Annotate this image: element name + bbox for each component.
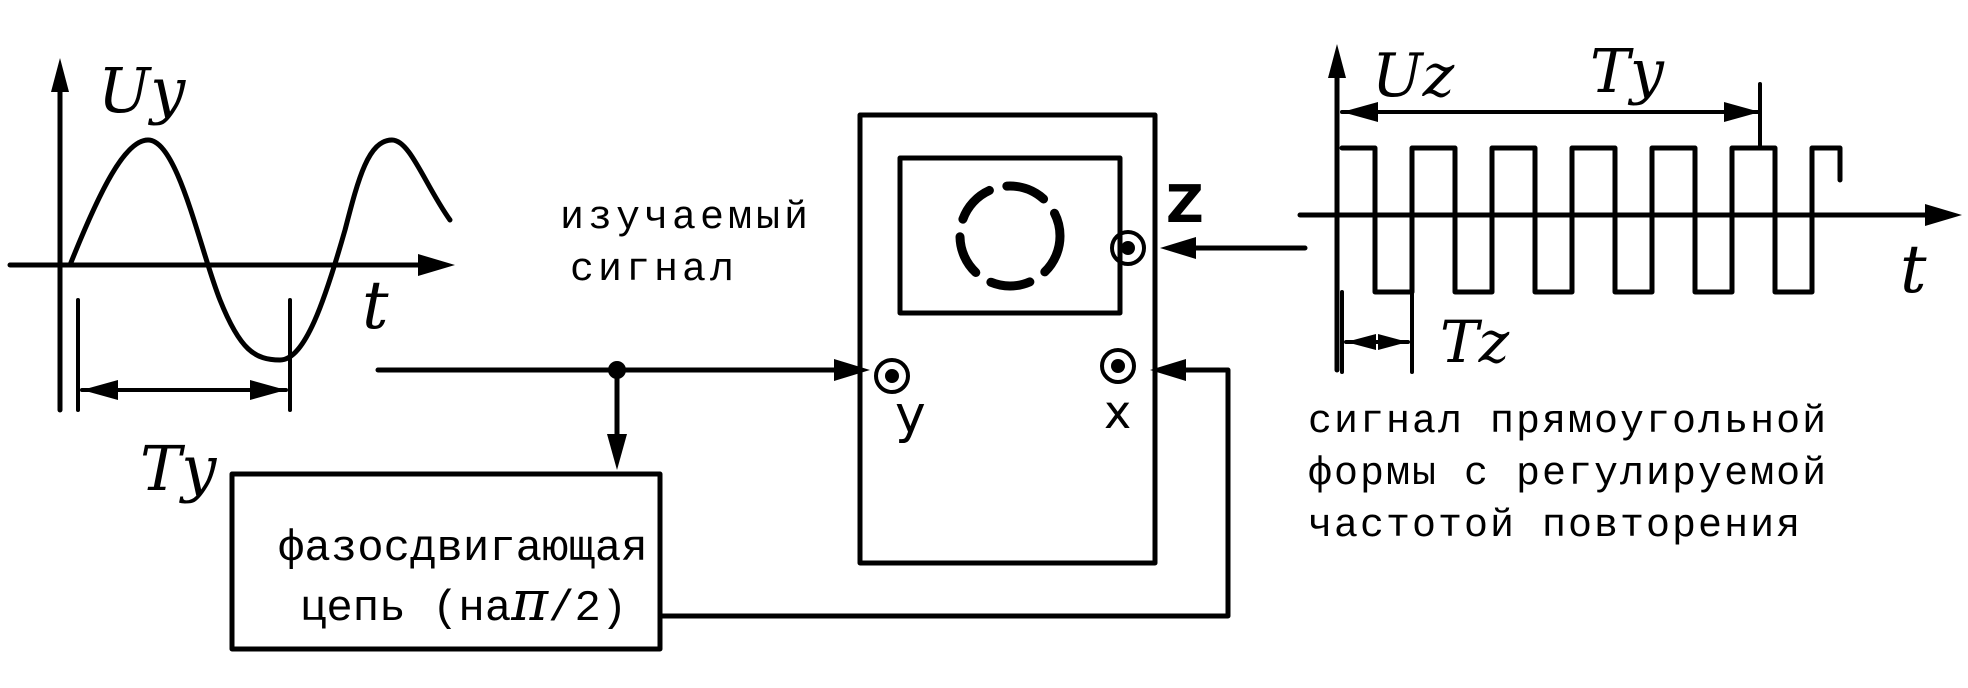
square-ty-left-arrow-icon bbox=[1342, 102, 1378, 122]
square-ty-right-arrow-icon bbox=[1724, 102, 1760, 122]
sine-period-label: Ty bbox=[140, 432, 217, 505]
phase-shifter-input-arrow-icon bbox=[607, 434, 627, 470]
z-input-jack-icon bbox=[1110, 230, 1146, 266]
square-tz-right-arrow-icon bbox=[1378, 334, 1408, 350]
square-y-axis-label: Uz bbox=[1372, 41, 1455, 111]
square-plot: Uz Ty Tz t bbox=[1297, 37, 1962, 376]
square-signal-caption: сигнал прямоугольной формы с регулируемо… bbox=[1308, 400, 1828, 549]
z-input-arrow-icon bbox=[1160, 237, 1196, 259]
sine-period-left-arrow-icon bbox=[82, 380, 118, 400]
square-signal-caption-line1: сигнал прямоугольной bbox=[1308, 400, 1828, 445]
phase-shifter-output-wire bbox=[657, 367, 1231, 619]
square-period-z-label: Tz bbox=[1440, 308, 1510, 376]
phase-shifter-box bbox=[229, 471, 663, 652]
square-signal-caption-line3: частотой повторения bbox=[1308, 504, 1802, 549]
square-period-y-label: Ty bbox=[1590, 37, 1665, 107]
square-wave-curve bbox=[1339, 145, 1843, 295]
y-input-jack-icon bbox=[874, 358, 910, 394]
square-signal-caption-line2: формы с регулируемой bbox=[1308, 452, 1828, 497]
square-y-axis-arrow-icon bbox=[1328, 44, 1346, 78]
input-signal-label-line2: сигнал bbox=[570, 248, 738, 293]
x-input-arrow-icon bbox=[1150, 359, 1186, 381]
wiring: фазосдвигающая цепь (наπ/2) bbox=[229, 237, 1308, 652]
y-input-arrow-icon bbox=[834, 359, 870, 381]
sine-y-axis-label: Uy bbox=[98, 54, 186, 127]
lissajous-dashed-circle bbox=[955, 181, 1065, 291]
oscilloscope: Z y x изучаемый сигнал bbox=[560, 112, 1204, 566]
sine-wave-curve bbox=[67, 137, 453, 363]
sine-x-axis-label: t bbox=[362, 267, 389, 344]
sine-plot: Uy t Ty bbox=[7, 54, 455, 505]
oscilloscope-body bbox=[857, 112, 1158, 566]
input-signal-label-line1: изучаемый bbox=[560, 196, 812, 241]
square-x-axis-label: t bbox=[1900, 231, 1927, 308]
y-input-label: y bbox=[895, 385, 926, 445]
y-input-jack-center-icon bbox=[885, 369, 899, 383]
sine-y-axis-arrow-icon bbox=[51, 58, 69, 92]
x-input-label: x bbox=[1104, 385, 1131, 439]
square-tz-left-arrow-icon bbox=[1346, 334, 1376, 350]
phase-shifter-label-line2: цепь (наπ/2) bbox=[300, 569, 627, 634]
sine-x-axis-arrow-icon bbox=[418, 254, 455, 276]
z-input-jack-center-icon bbox=[1121, 241, 1135, 255]
phase-shifter-label-line1: фазосдвигающая bbox=[278, 524, 648, 574]
x-input-jack-center-icon bbox=[1111, 359, 1125, 373]
sine-period-right-arrow-icon bbox=[250, 380, 286, 400]
z-input-label: Z bbox=[1166, 175, 1204, 235]
x-input-jack-icon bbox=[1100, 348, 1136, 384]
square-x-axis-arrow-icon bbox=[1925, 204, 1962, 226]
